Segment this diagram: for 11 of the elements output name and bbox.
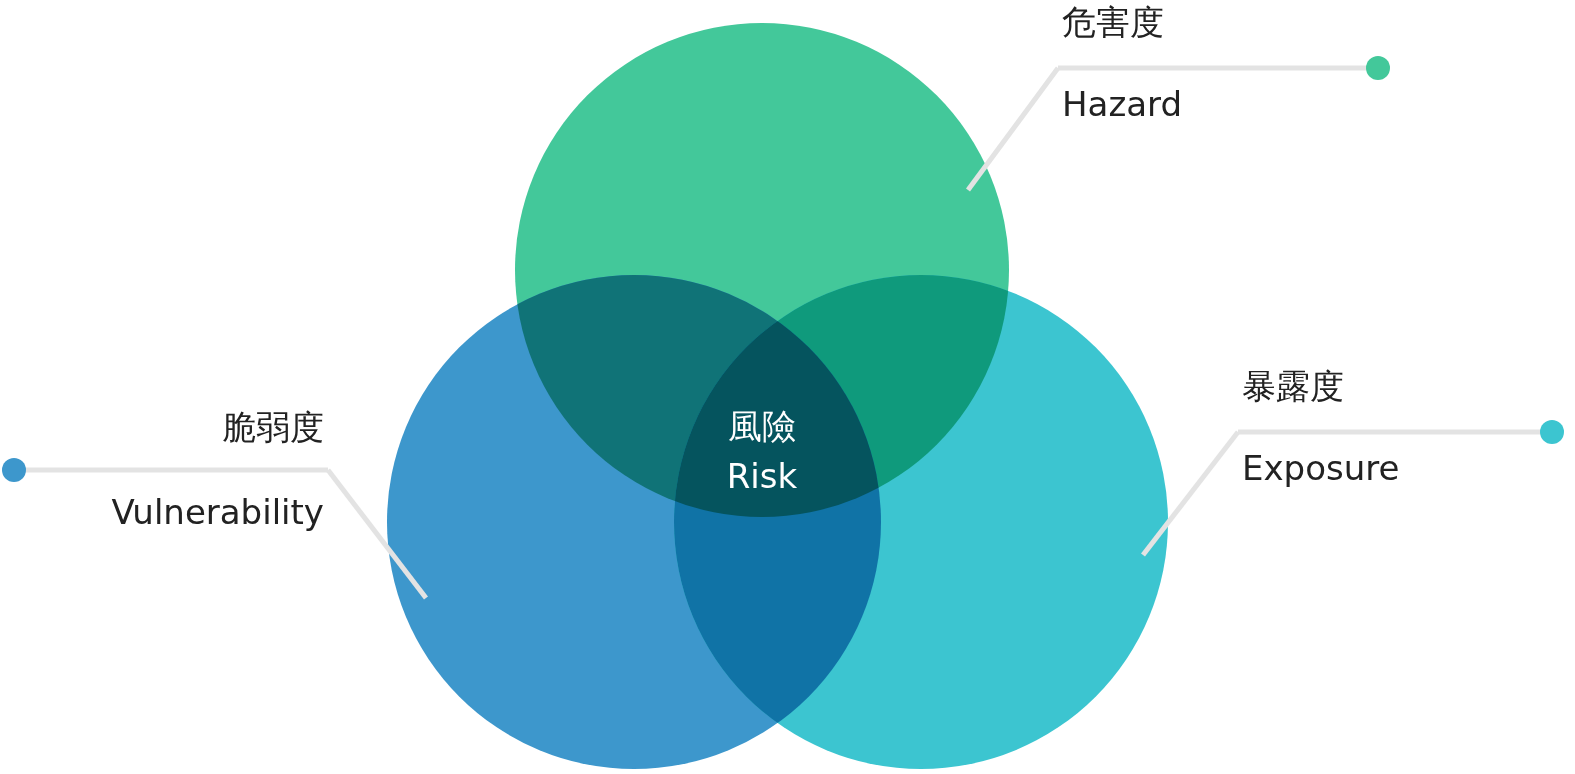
chinese-label: 危害度	[1062, 4, 1164, 42]
chinese-label: 脆弱度	[222, 409, 324, 447]
english-label: Hazard	[1062, 86, 1183, 124]
english-label: Exposure	[1242, 450, 1400, 488]
center-chinese-label: 風險	[727, 408, 797, 446]
chinese-label: 暴露度	[1242, 368, 1344, 406]
center-english-label: Risk	[725, 458, 799, 496]
leader-line	[966, 66, 1060, 192]
leader-line	[1141, 430, 1240, 557]
leader-line	[326, 468, 428, 600]
english-label: Vulnerability	[111, 494, 324, 532]
